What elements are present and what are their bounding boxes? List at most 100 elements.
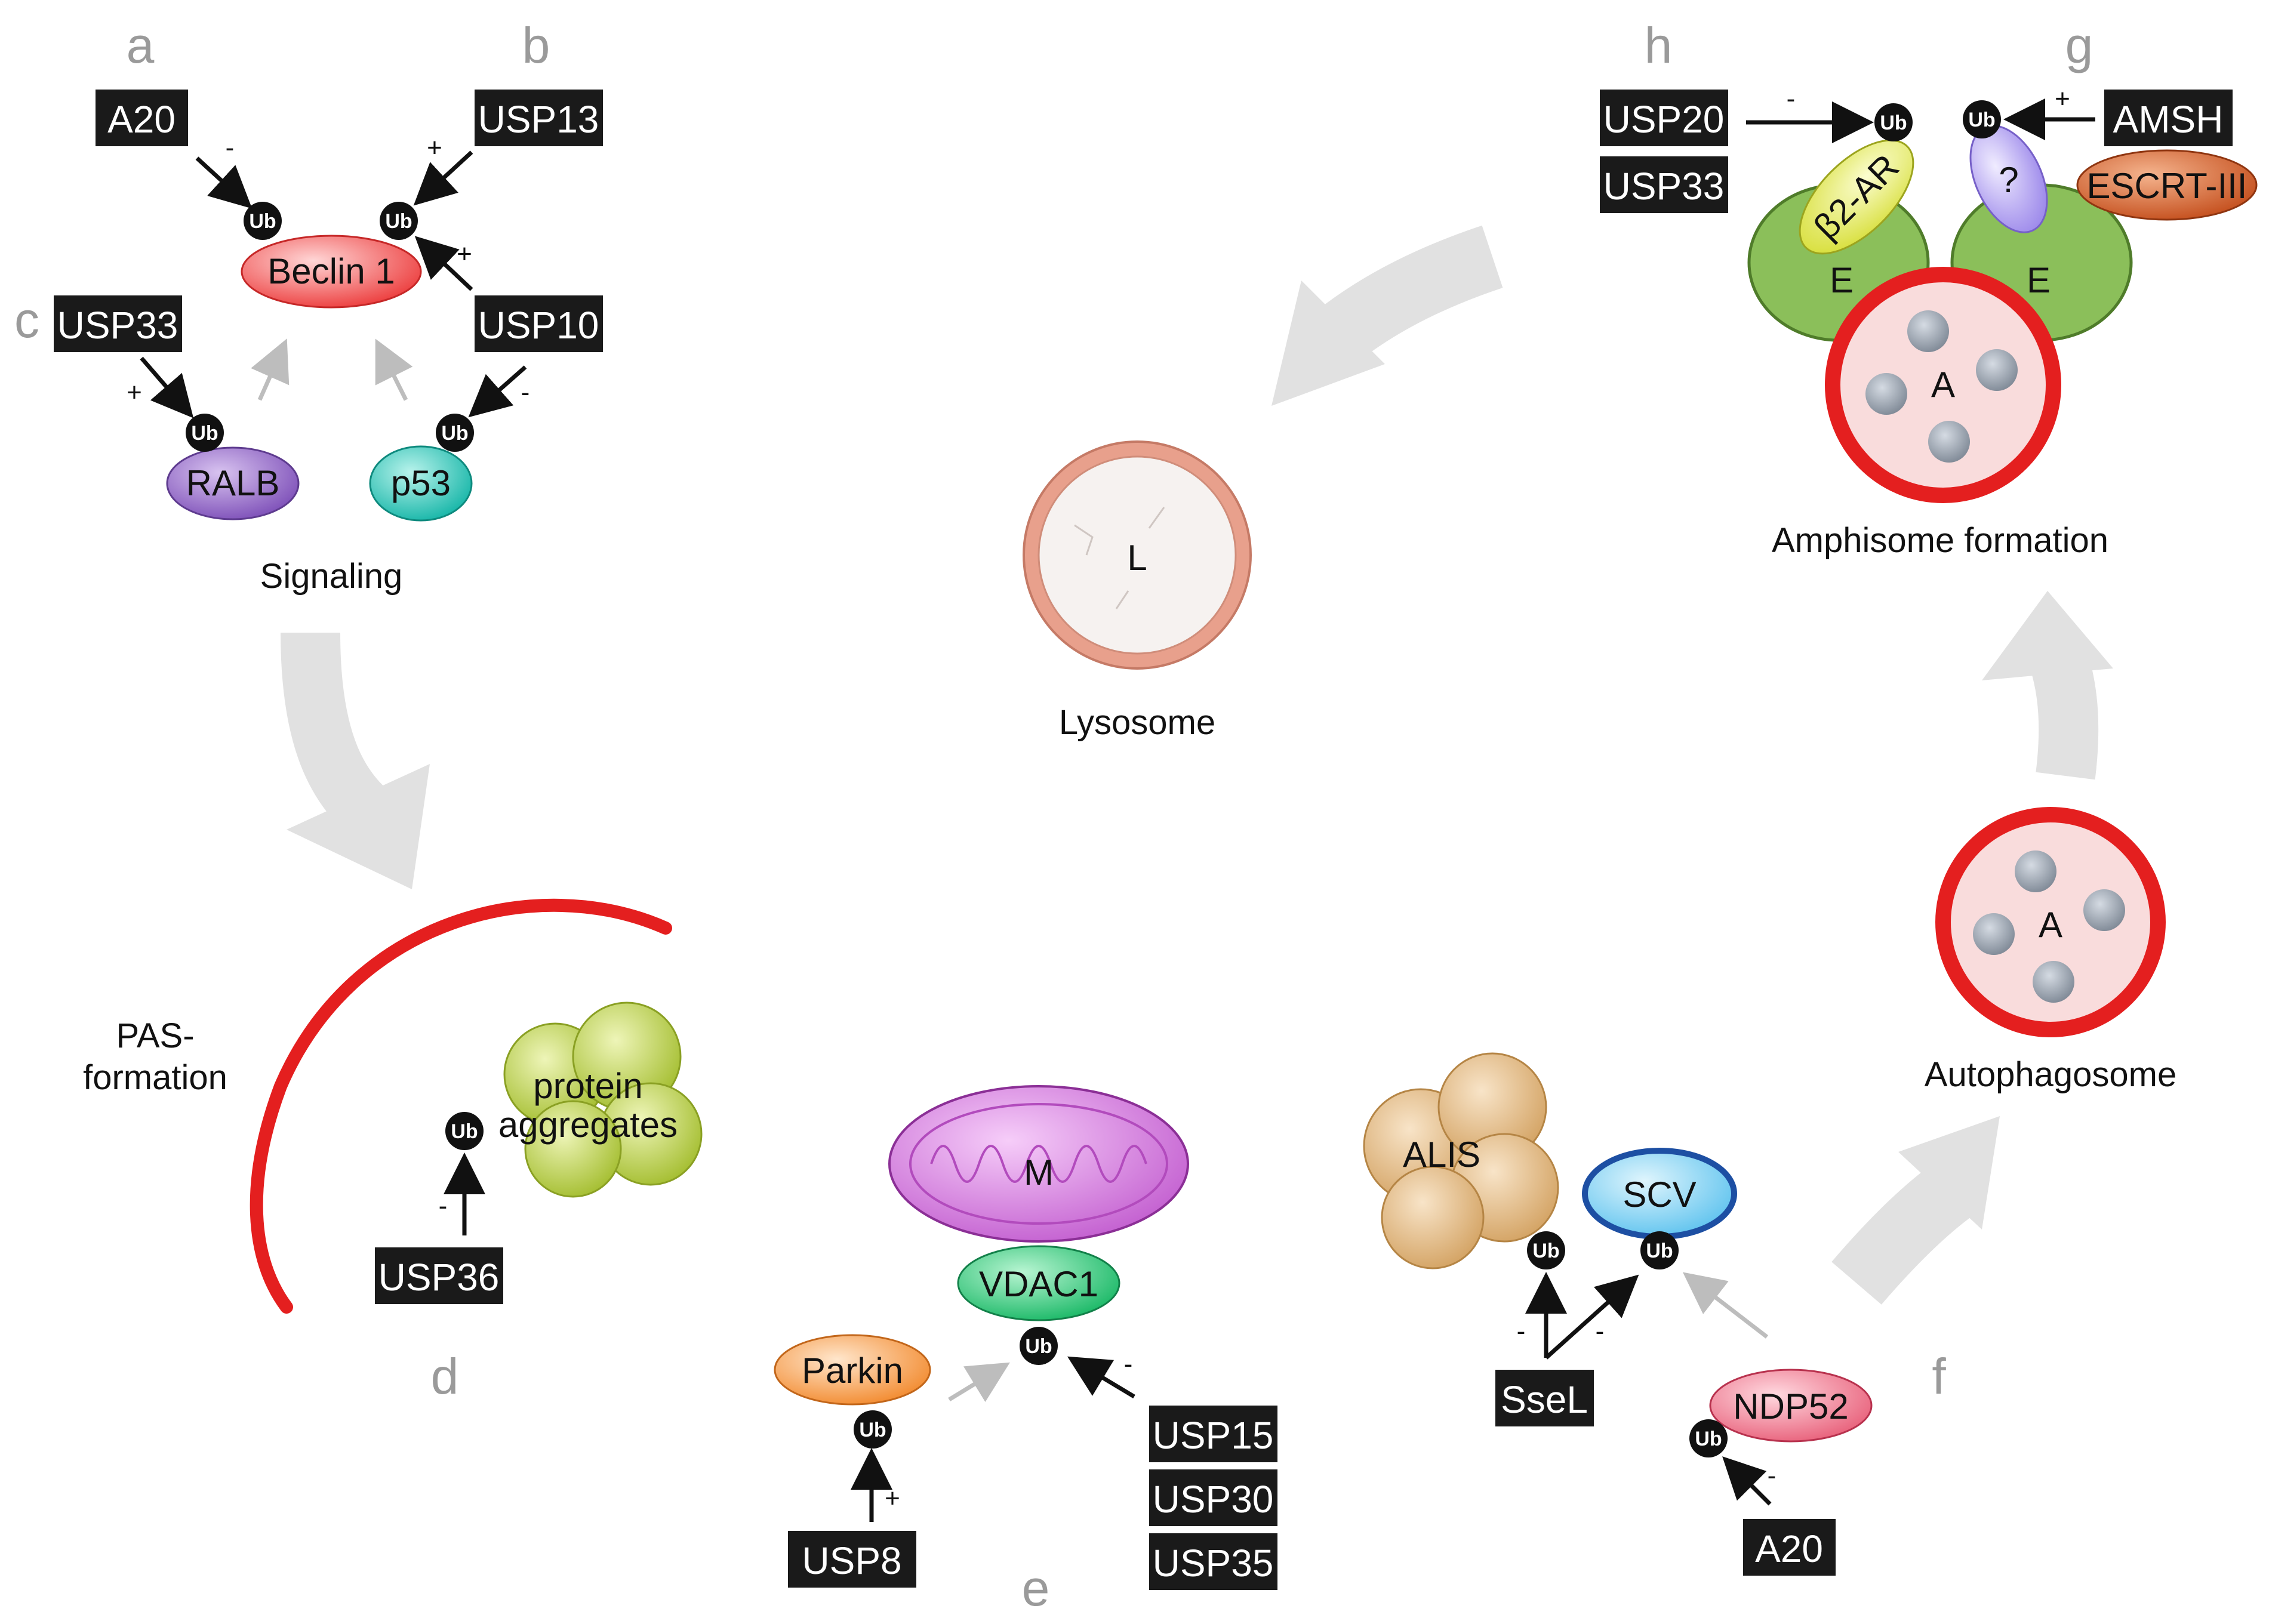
- svg-text:USP33: USP33: [57, 304, 178, 347]
- svg-text:NDP52: NDP52: [1733, 1386, 1848, 1426]
- sign-minus: -: [1596, 1317, 1605, 1346]
- flow-arrow-xenophagy-to-autophagosome: [1831, 1116, 2000, 1305]
- svg-text:USP33: USP33: [1603, 165, 1725, 208]
- svg-text:Ub: Ub: [1646, 1240, 1673, 1262]
- ub-icon: Ub: [436, 414, 474, 452]
- sign-minus: -: [521, 378, 530, 407]
- beclin1-protein: Beclin 1: [241, 235, 422, 309]
- box-a20-signaling: A20: [96, 90, 188, 146]
- svg-text:Ub: Ub: [249, 210, 276, 233]
- phagophore-membrane: [250, 898, 672, 1314]
- signaling-caption: Signaling: [260, 557, 403, 596]
- ralb-protein: RALB: [166, 446, 300, 520]
- ub-icon: Ub: [244, 202, 282, 240]
- ndp52-protein: NDP52: [1709, 1369, 1873, 1443]
- flow-arrow-autophagosome-to-amphisome: [1982, 591, 2113, 780]
- lysosome-caption: Lysosome: [1059, 703, 1215, 742]
- svg-text:A: A: [2039, 905, 2062, 945]
- mitochondrion: M: [888, 1085, 1189, 1243]
- sign-plus: +: [457, 239, 472, 269]
- svg-text:?: ?: [1999, 160, 2018, 200]
- sign-plus: +: [885, 1484, 900, 1513]
- svg-text:Ub: Ub: [1880, 112, 1907, 134]
- sign-minus: -: [439, 1191, 448, 1221]
- box-usp10: USP10: [475, 295, 603, 352]
- box-usp33-amphisome: USP33: [1600, 156, 1728, 213]
- svg-text:USP36: USP36: [378, 1256, 500, 1299]
- arrow-icon: [414, 236, 473, 291]
- box-a20-xenophagy: A20: [1743, 1519, 1836, 1576]
- flow-arrow-signaling-to-pas: [281, 632, 430, 889]
- svg-text:A20: A20: [107, 98, 176, 141]
- ub-icon: Ub: [1689, 1419, 1728, 1457]
- svg-text:SCV: SCV: [1623, 1175, 1696, 1215]
- svg-text:USP10: USP10: [478, 304, 599, 347]
- p53-protein: p53: [369, 445, 473, 522]
- panel-letter-c: c: [14, 292, 39, 348]
- svg-text:Ub: Ub: [451, 1120, 478, 1143]
- sign-plus: +: [2055, 84, 2070, 113]
- svg-text:USP15: USP15: [1153, 1414, 1274, 1457]
- svg-text:M: M: [1024, 1152, 1054, 1192]
- svg-text:Parkin: Parkin: [802, 1351, 903, 1391]
- lysosome: L: [1023, 440, 1252, 670]
- svg-text:A: A: [1931, 365, 1955, 405]
- arrow-icon: [1067, 1356, 1135, 1399]
- svg-text:USP20: USP20: [1603, 98, 1725, 141]
- sign-plus: +: [427, 133, 442, 162]
- svg-text:Ub: Ub: [1695, 1428, 1722, 1450]
- arrow-icon: [375, 338, 413, 401]
- box-usp35: USP35: [1149, 1533, 1277, 1590]
- panel-letter-h: h: [1645, 17, 1673, 73]
- panel-letter-e: e: [1022, 1560, 1050, 1616]
- box-usp20: USP20: [1600, 90, 1728, 146]
- svg-text:USP13: USP13: [478, 98, 599, 141]
- svg-text:RALB: RALB: [186, 463, 280, 503]
- ub-icon: Ub: [445, 1112, 484, 1150]
- svg-text:E: E: [2027, 260, 2051, 300]
- svg-text:SseL: SseL: [1501, 1378, 1588, 1421]
- ub-icon: Ub: [1963, 100, 2001, 138]
- arrow-icon: [1682, 1272, 1769, 1339]
- scv-vacuole: SCV: [1582, 1148, 1737, 1240]
- sign-minus: -: [1124, 1349, 1133, 1379]
- arrow-icon: [140, 356, 194, 418]
- svg-text:ESCRT-III: ESCRT-III: [2087, 166, 2248, 206]
- svg-text:aggregates: aggregates: [498, 1105, 678, 1145]
- svg-text:USP35: USP35: [1153, 1542, 1274, 1585]
- svg-text:A20: A20: [1755, 1527, 1823, 1570]
- arrow-icon: [468, 365, 527, 418]
- box-usp15: USP15: [1149, 1406, 1277, 1462]
- parkin-protein: Parkin: [774, 1334, 931, 1406]
- svg-text:Ub: Ub: [385, 210, 412, 233]
- svg-text:AMSH: AMSH: [2113, 98, 2224, 141]
- pas-label: PAS- formation: [83, 1016, 227, 1097]
- box-usp13: USP13: [475, 90, 603, 146]
- box-usp30: USP30: [1149, 1469, 1277, 1526]
- svg-text:L: L: [1127, 538, 1147, 578]
- ub-icon: Ub: [1640, 1231, 1679, 1269]
- svg-text:Ub: Ub: [1532, 1240, 1559, 1262]
- box-amsh: AMSH: [2104, 90, 2233, 146]
- panel-letter-d: d: [431, 1348, 459, 1404]
- svg-text:Ub: Ub: [1968, 109, 1995, 131]
- svg-text:Ub: Ub: [1025, 1335, 1052, 1358]
- svg-text:USP8: USP8: [802, 1539, 901, 1582]
- amphisome: A: [1825, 267, 2061, 503]
- protein-aggregates: protein aggregates: [498, 1001, 703, 1198]
- svg-text:Ub: Ub: [441, 422, 468, 445]
- ub-icon: Ub: [1020, 1327, 1058, 1365]
- ub-icon: Ub: [1874, 103, 1913, 141]
- arrow-icon: [195, 156, 253, 209]
- sign-minus: -: [1768, 1461, 1777, 1490]
- panel-letter-f: f: [1932, 1348, 1946, 1404]
- vdac1-protein: VDAC1: [957, 1245, 1120, 1321]
- svg-text:VDAC1: VDAC1: [979, 1264, 1098, 1304]
- ub-icon: Ub: [380, 202, 418, 240]
- amphisome-caption: Amphisome formation: [1772, 521, 2108, 560]
- alis-aggregate: ALIS: [1363, 1052, 1559, 1269]
- flow-arrow-amphisome-to-lysosome: [1271, 225, 1503, 406]
- arrow-icon: [251, 338, 290, 401]
- svg-text:Ub: Ub: [859, 1419, 886, 1441]
- svg-text:formation: formation: [83, 1058, 227, 1097]
